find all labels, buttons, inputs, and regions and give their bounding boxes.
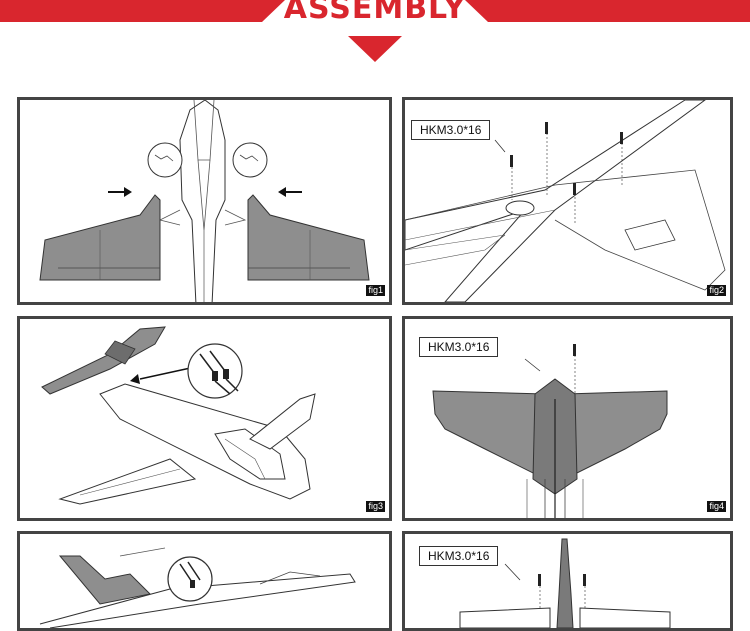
screw-callout-label: HKM3.0*16 — [419, 546, 499, 566]
screw-icon — [620, 132, 623, 144]
screw-icon — [538, 574, 541, 586]
tail-connect-illustration — [41, 326, 316, 505]
screw-callout-label: HKM3.0*16 — [419, 337, 499, 357]
screw-icon — [545, 122, 548, 134]
figure-tag: fig4 — [707, 501, 726, 512]
screw-callout-label: HKM3.0*16 — [411, 120, 491, 140]
figure-panel-4: HKM3.0*16 fig4 — [402, 316, 733, 521]
figure-panel-5 — [17, 531, 392, 631]
screw-icon — [573, 344, 576, 356]
connector-detail-right — [232, 142, 268, 178]
header-banner — [0, 0, 750, 22]
figure-tag: fig2 — [707, 285, 726, 296]
figure-tag: fig3 — [366, 501, 385, 512]
stabilizer-screw-illustration — [432, 344, 668, 518]
screw-icon — [583, 574, 586, 586]
fin-attach-illustration — [39, 547, 356, 628]
page-title: ASSEMBLY — [283, 0, 467, 26]
top-view-screw-illustration — [405, 100, 726, 302]
figure-panel-1: fig1 — [17, 97, 392, 305]
screw-icon — [573, 183, 576, 195]
arrow-right-icon — [108, 187, 132, 197]
connector-detail-left — [147, 142, 183, 178]
arrow-left-icon — [278, 187, 302, 197]
down-arrow-icon — [348, 36, 402, 62]
figure-panel-2: HKM3.0*16 fig2 — [402, 97, 733, 305]
figure-tag: fig1 — [366, 285, 385, 296]
figure-panel-3: fig3 — [17, 316, 392, 521]
screw-icon — [510, 155, 513, 167]
wing-attach-illustration — [39, 100, 370, 302]
figure-panel-6: HKM3.0*16 — [402, 531, 733, 631]
